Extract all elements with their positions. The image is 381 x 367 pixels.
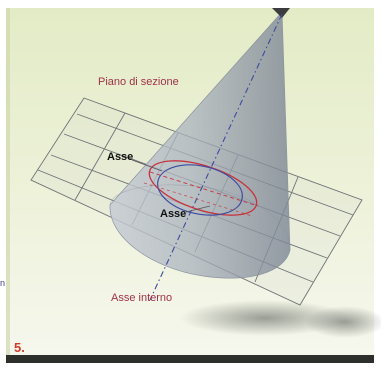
side-text-fragment: n <box>0 278 5 288</box>
frame-bottom-bar <box>6 355 374 363</box>
figure-number: 5. <box>14 340 25 355</box>
axis-label-lower: Asse <box>160 208 186 220</box>
axis-internal-label: Asse interno <box>111 292 172 304</box>
frame-left-edge <box>6 8 10 360</box>
axis-label-upper: Asse <box>107 151 133 163</box>
plane-label: Piano di sezione <box>98 76 179 88</box>
